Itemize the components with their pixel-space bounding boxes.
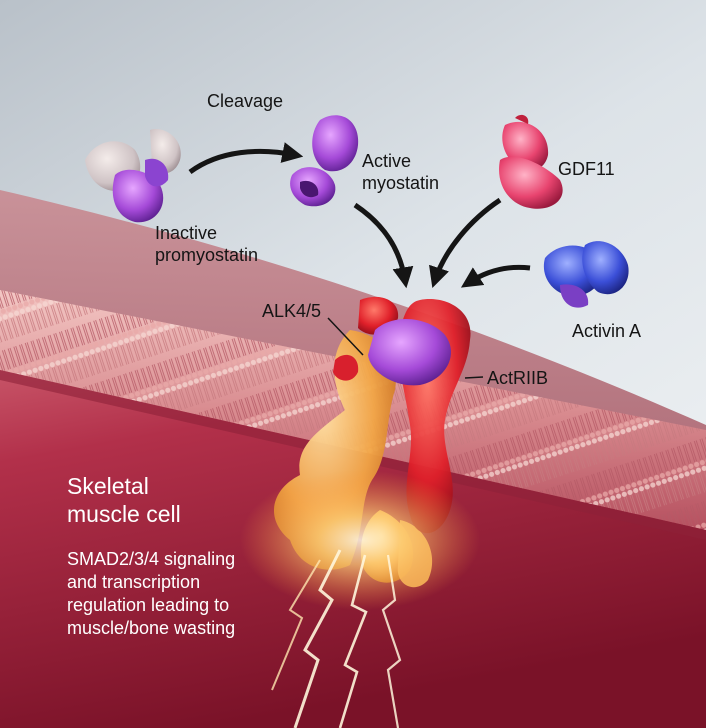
signaling-label-line1: SMAD2/3/4 signaling xyxy=(67,549,236,569)
cleavage-arrow xyxy=(188,142,304,175)
gdf11-to-receptor-arrow xyxy=(429,197,502,288)
alk45-label: ALK4/5 xyxy=(262,301,322,321)
gdf11-protein xyxy=(499,114,563,209)
inactive-promyostatin-label-line2: promyostatin xyxy=(155,245,259,265)
cell-label-line2: muscle cell xyxy=(67,501,181,527)
alk-leader-line xyxy=(327,317,364,356)
signal-glow xyxy=(240,470,480,728)
activin-to-receptor-arrow xyxy=(460,264,531,288)
signaling-label-line3: regulation leading to xyxy=(67,595,230,615)
gdf11-label: GDF11 xyxy=(558,159,615,179)
cell-label-line1: Skeletal xyxy=(67,473,149,499)
activin-a-protein xyxy=(543,241,629,308)
bound-myostatin xyxy=(368,319,451,386)
inactive-promyostatin-protein xyxy=(85,129,181,223)
actriib-leader-line xyxy=(464,376,484,379)
cleavage-label: Cleavage xyxy=(207,91,284,111)
inactive-promyostatin-label-line1: Inactive xyxy=(155,223,218,243)
active-myostatin-label-line2: myostatin xyxy=(362,173,440,193)
actriib-label: ActRIIB xyxy=(487,368,549,388)
signaling-label-line4: muscle/bone wasting xyxy=(67,618,236,638)
activin-a-label: Activin A xyxy=(572,321,642,341)
active-myostatin-label-line1: Active xyxy=(362,151,412,171)
active-myostatin-protein xyxy=(290,115,359,207)
signaling-label-line2: and transcription xyxy=(67,572,201,592)
myostatin-to-receptor-arrow xyxy=(353,202,414,289)
